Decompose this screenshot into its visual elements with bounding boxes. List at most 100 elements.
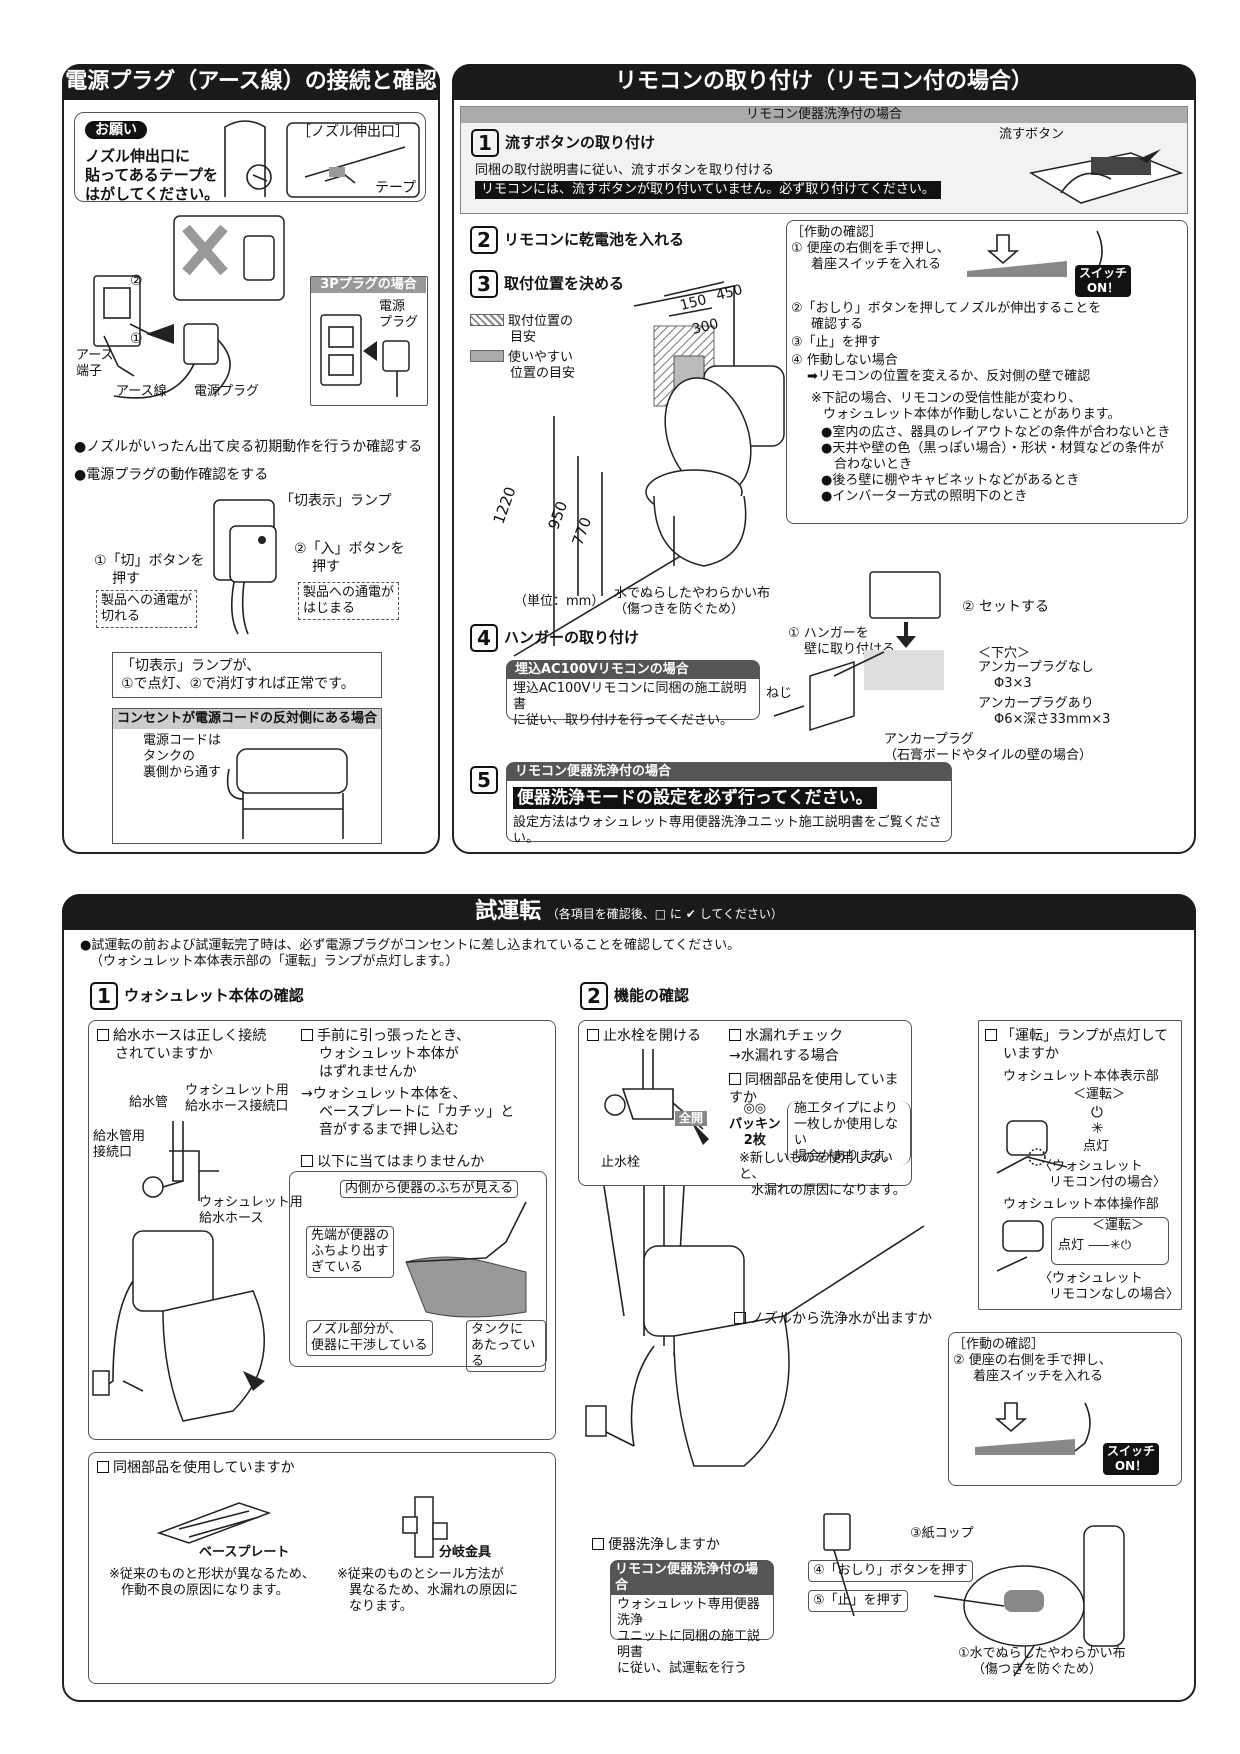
lamp-check: 「運転」ランプが点灯していますか xyxy=(985,1027,1168,1063)
hanger-illustration xyxy=(773,571,944,732)
check-step-1: ① 便座の右側を手で押し、着座スイッチを入れる xyxy=(791,241,950,272)
parts-check: 同梱部品を使用していますか xyxy=(97,1459,295,1477)
request-text: ノズル伸出口に貼ってあるテープをはがしてください。 xyxy=(85,147,220,203)
outlet-opposite-box: コンセントが電源コードの反対側にある場合 電源コードはタンクの裏側から通す xyxy=(112,708,382,844)
valve-open-check: 止水栓を開ける xyxy=(587,1027,701,1045)
panel-callout: ＜運転＞ 点灯 ⸺✳⏻ xyxy=(1051,1217,1169,1265)
stop-valve-illustration xyxy=(604,1049,709,1145)
unit-label: （単位：mm） xyxy=(514,594,605,609)
not-apply-check: 以下に当てはまりませんか xyxy=(301,1153,484,1171)
set-label: ② セットする xyxy=(962,599,1050,615)
flush-test-box: リモコン便器洗浄付の場合 ウォシュレット専用便器洗浄ユニットに同梱の施工説明書に… xyxy=(610,1560,774,1676)
panel-illustration xyxy=(996,1220,1044,1272)
cloth-note: 水でぬらしたやわらかい布（傷つきを防ぐため） xyxy=(614,586,771,617)
flush-check: 便器洗浄しますか xyxy=(592,1536,720,1554)
stop-valve-label: 止水栓 xyxy=(601,1155,641,1170)
packing-warning: ※新しいものを使用しないと、水漏れの原因になります。 xyxy=(739,1151,906,1198)
branch-fitting-label: 分岐金具 xyxy=(439,1545,492,1560)
pull-checkbox[interactable] xyxy=(301,1029,313,1041)
nozzle-water-checkbox[interactable] xyxy=(734,1312,746,1324)
parts-box: 同梱部品を使用していますか ベースプレート 分岐金具 ※従来のものと形状が異なる… xyxy=(88,1452,556,1684)
plug-3p-title: 3Pプラグの場合 xyxy=(311,277,426,293)
check-step-3: ③「止」を押す xyxy=(791,335,881,350)
test-check-title: ［作動の確認］ xyxy=(953,1337,1045,1352)
hose-port-label: ウォシュレット用給水ホース接続口 xyxy=(185,1083,289,1114)
valve-open-checkbox[interactable] xyxy=(587,1029,599,1041)
lower-hole-label: ＜下穴＞ xyxy=(978,646,1031,661)
parts-check-2: 同梱部品を使用していますか xyxy=(729,1072,899,1106)
without-remote-note: 〈ウォシュレットリモコンなしの場合〉 xyxy=(1039,1271,1180,1302)
test-cloth-note: ①水でぬらしたやわらかい布（傷つきを防ぐため） xyxy=(958,1646,1126,1677)
power-plug-panel: 電源プラグ（アース線）の接続と確認 お願い ノズル伸出口に貼ってあるテープをはが… xyxy=(62,64,440,854)
flush-test-text: ウォシュレット専用便器洗浄ユニットに同梱の施工説明書に従い、試運転を行う xyxy=(617,1597,761,1676)
hose-checkbox[interactable] xyxy=(97,1029,109,1041)
lamp-checkbox[interactable] xyxy=(985,1029,997,1041)
ac100v-box: 埋込AC100Vリモコンの場合 埋込AC100Vリモコンに同梱の施工説明書に従い… xyxy=(506,660,760,728)
body-display-label: ウォシュレット本体表示部 xyxy=(1003,1069,1159,1084)
parts-checkbox[interactable] xyxy=(97,1461,109,1473)
flush-button-label: 流すボタン xyxy=(999,127,1065,142)
reception-note: ※下記の場合、リモコンの受信性能が変わり、ウォシュレット本体が作動しないことがあ… xyxy=(811,391,1121,422)
paper-cup-label: ③紙コップ xyxy=(910,1526,974,1541)
pipe-port-label: 給水管用接続口 xyxy=(93,1129,146,1160)
test-run-note: （各項目を確認後、□ に ✔ してください） xyxy=(546,907,783,921)
body-check-box: 給水ホースは正しく接続されていますか 給水管 ウォシュレット用給水ホース接続口 … xyxy=(88,1020,556,1440)
step-1-label: ① xyxy=(130,331,143,347)
leak-check: 水漏れチェック xyxy=(729,1027,843,1045)
lamp-check-box: 「運転」ランプが点灯していますか ウォシュレット本体表示部 ＜運転＞ ⏻ ✳ 点… xyxy=(978,1020,1182,1310)
remote-title: リモコンの取り付け（リモコン付の場合） xyxy=(452,64,1196,100)
ac100v-tag: 埋込AC100Vリモコンの場合 xyxy=(507,661,759,679)
leak-checkbox[interactable] xyxy=(729,1029,741,1041)
nozzle-water-check: ノズルから洗浄水が出ますか xyxy=(734,1310,932,1328)
seat-press-illustration xyxy=(967,230,1103,280)
step-5-number: 5 xyxy=(470,766,504,794)
with-remote-note: 〈ウォシュレットリモコン付の場合〉 xyxy=(1039,1159,1167,1190)
request-box: お願い ノズル伸出口に貼ってあるテープをはがしてください。 ［ノズル伸出口］ テ… xyxy=(74,112,426,203)
lit-lamp-icon: ✳ xyxy=(1091,1119,1104,1137)
hose-check: 給水ホースは正しく接続されていますか xyxy=(97,1027,266,1063)
step-2-label: ② xyxy=(130,273,143,289)
parts-checkbox-2[interactable] xyxy=(729,1073,741,1085)
flush-checkbox[interactable] xyxy=(592,1538,604,1550)
base-plate-label: ベースプレート xyxy=(199,1545,290,1560)
base-plate-illustration xyxy=(156,1502,272,1544)
tank-hit-label: タンクにあたっている xyxy=(466,1320,546,1372)
packing-note: 施工タイプにより一枚しか使用しない場合があります。 xyxy=(787,1101,911,1165)
flush-mode-main: 便器洗浄モードの設定を必ず行ってください。 xyxy=(513,787,877,809)
leak-fix: →水漏れする場合 xyxy=(729,1048,839,1064)
on-power-note: 製品への通電がはじまる xyxy=(298,582,400,620)
pull-check: 手前に引っ張ったとき、ウォシュレット本体がはずれませんか xyxy=(301,1027,470,1081)
test-run-title: 試運転 xyxy=(475,899,542,924)
screw-label: ねじ xyxy=(766,686,793,701)
branch-fitting-illustration xyxy=(402,1496,448,1558)
hose-label: ウォシュレット用給水ホース xyxy=(199,1195,303,1226)
check-step-4b: ➡リモコンの位置を変えるか、反対側の壁で確認 xyxy=(807,369,1091,384)
check-step-4: ④ 作動しない場合 xyxy=(791,353,898,368)
rim-visible-label: 内側から便器のふちが見える xyxy=(340,1180,519,1198)
function-toilet-illustration xyxy=(585,1185,925,1467)
request-badge: お願い xyxy=(85,121,147,139)
panel-lit-label: 点灯 ⸺✳⏻ xyxy=(1058,1238,1132,1253)
full-open-badge: 全開 xyxy=(675,1111,708,1126)
plug-3p-box: 3Pプラグの場合 電源プラグ xyxy=(310,276,428,406)
plug-3p-label: 電源プラグ xyxy=(379,299,419,330)
branch-note: ※従来のものとシール方法が異なるため、水漏れの原因になります。 xyxy=(337,1567,519,1614)
reception-note-items: ●室内の広さ、器具のレイアウトなどの条件が合わないとき●天井や壁の色（黒っぽい場… xyxy=(821,425,1171,504)
toilet-check-illustration xyxy=(92,1230,265,1422)
flush-button-illustration xyxy=(1028,149,1184,204)
display-illustration xyxy=(996,1120,1068,1174)
water-pipe-label: 給水管 xyxy=(129,1095,169,1110)
bullet-plug-check: ●電源プラグの動作確認をする xyxy=(74,467,269,483)
outlet-opposite-text: 電源コードはタンクの裏側から通す xyxy=(143,733,222,780)
stop-button-step: ⑤「止」を押す xyxy=(808,1590,908,1612)
not-apply-checkbox[interactable] xyxy=(301,1155,313,1167)
outlet-opposite-title: コンセントが電源コードの反対側にある場合 xyxy=(113,709,381,729)
lit-label: 点灯 xyxy=(1083,1139,1110,1154)
